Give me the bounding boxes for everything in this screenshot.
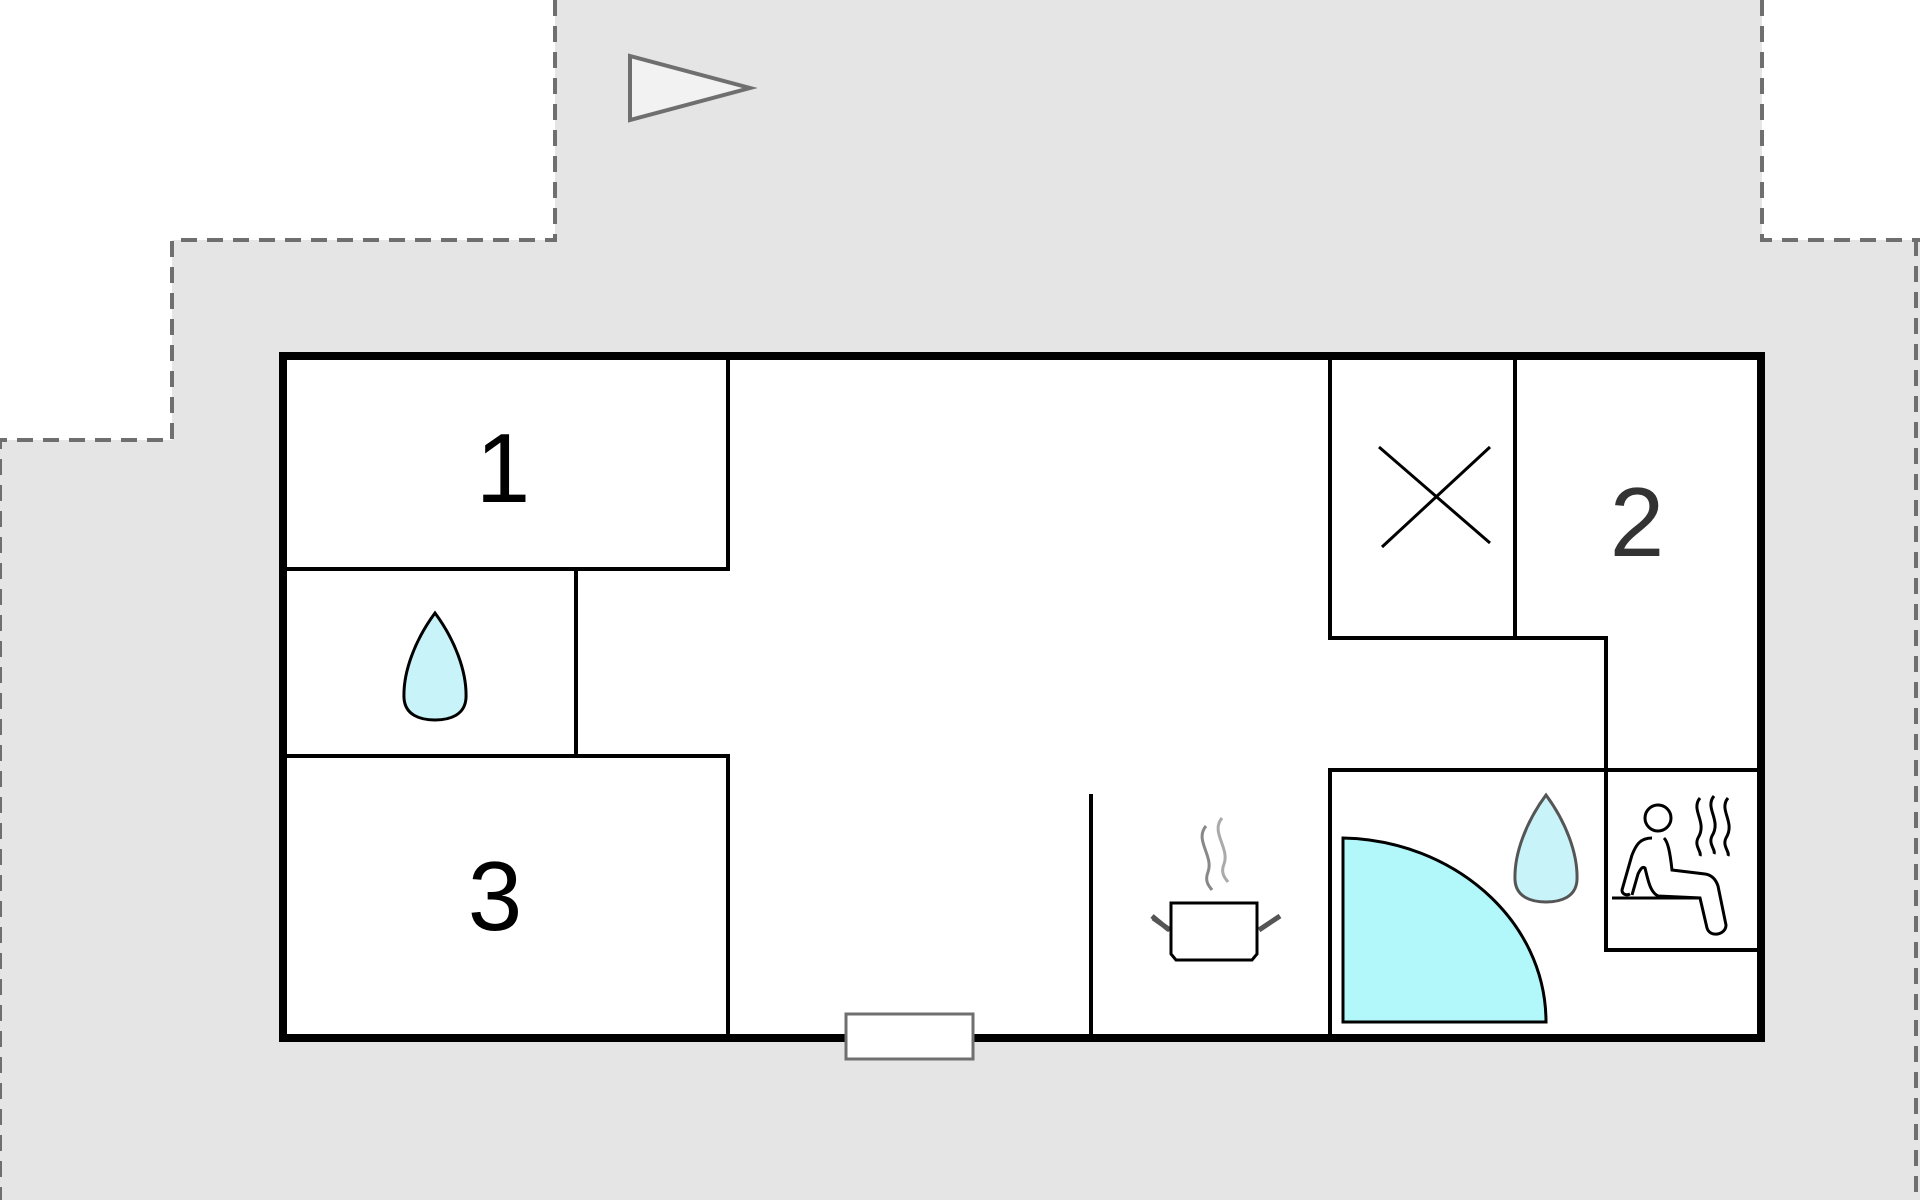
cross-icon <box>1378 445 1492 549</box>
sauna-icon <box>1612 795 1731 936</box>
north-arrow-icon <box>628 53 758 123</box>
cooking-pot-icon <box>1150 817 1282 962</box>
room-label-3: 3 <box>468 841 523 951</box>
door-icon <box>844 1012 975 1061</box>
interior-walls <box>287 358 1757 1036</box>
water-drop-icon <box>1513 792 1579 904</box>
room-label-1: 1 <box>476 413 531 523</box>
water-drop-icon <box>402 610 468 722</box>
room-label-2: 2 <box>1610 467 1665 577</box>
shower-icon <box>1341 836 1548 1024</box>
exterior-walls <box>279 352 1765 1042</box>
